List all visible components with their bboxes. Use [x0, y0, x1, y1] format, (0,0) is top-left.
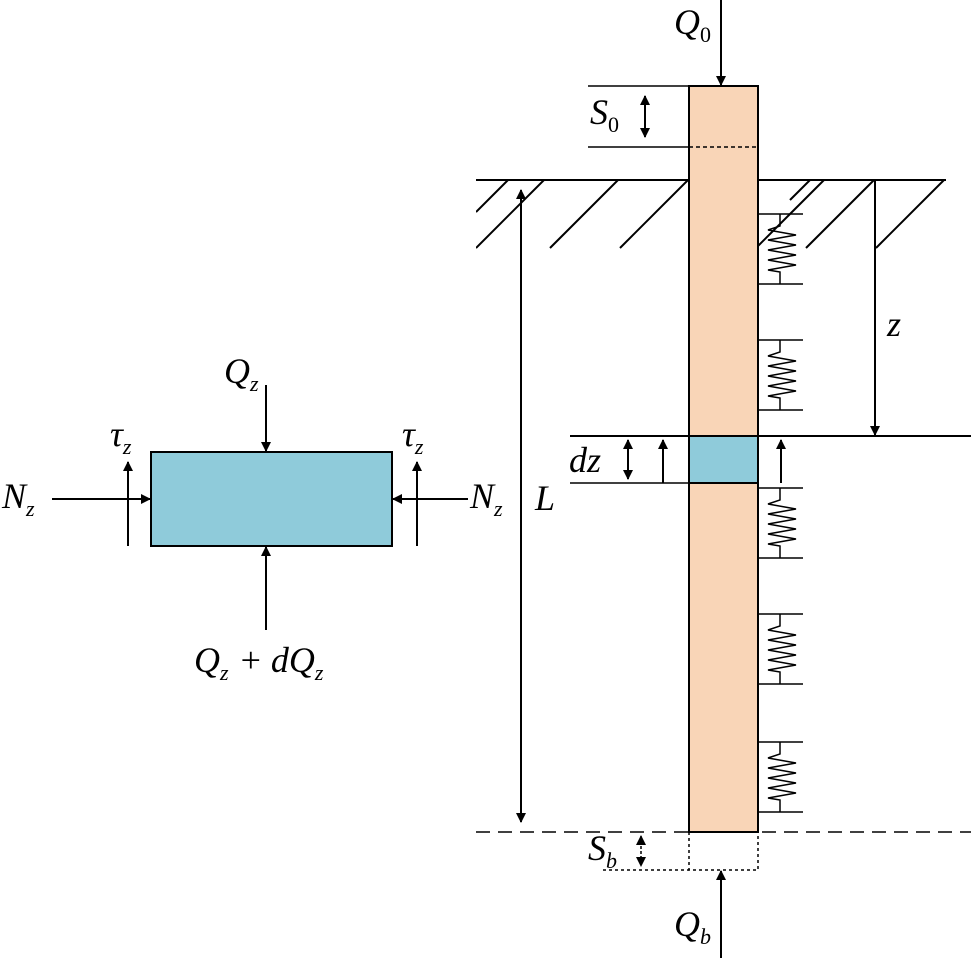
spring — [758, 741, 803, 813]
free-body-element: Qz τz τz Nz Nz Qz+dQz — [1, 351, 503, 685]
spring — [758, 487, 803, 559]
label-nz-left: Nz — [1, 476, 35, 521]
label-q0: Q0 — [674, 2, 711, 47]
label-sb: Sb — [588, 828, 617, 873]
spring — [758, 213, 803, 285]
label-tau-left: τz — [110, 414, 132, 459]
label-qz: Qz — [224, 351, 259, 396]
soil-hatching — [476, 180, 945, 249]
label-qb: Qb — [674, 904, 711, 949]
label-tau-right: τz — [402, 414, 424, 459]
pile-system: Q0 S0 z L dz Sb Qb — [476, 0, 971, 958]
soil-springs — [758, 213, 803, 813]
element-block — [150, 451, 393, 547]
label-qz-plus-dqz: Qz+dQz — [194, 640, 324, 685]
spring — [758, 339, 803, 411]
pile-toe-displaced — [688, 832, 759, 871]
dz-element — [688, 435, 759, 484]
label-nz-right: Nz — [469, 476, 503, 521]
label-z: z — [886, 304, 901, 344]
spring — [758, 613, 803, 685]
label-dz: dz — [569, 440, 601, 480]
label-l: L — [534, 478, 555, 518]
label-s0: S0 — [590, 92, 619, 137]
